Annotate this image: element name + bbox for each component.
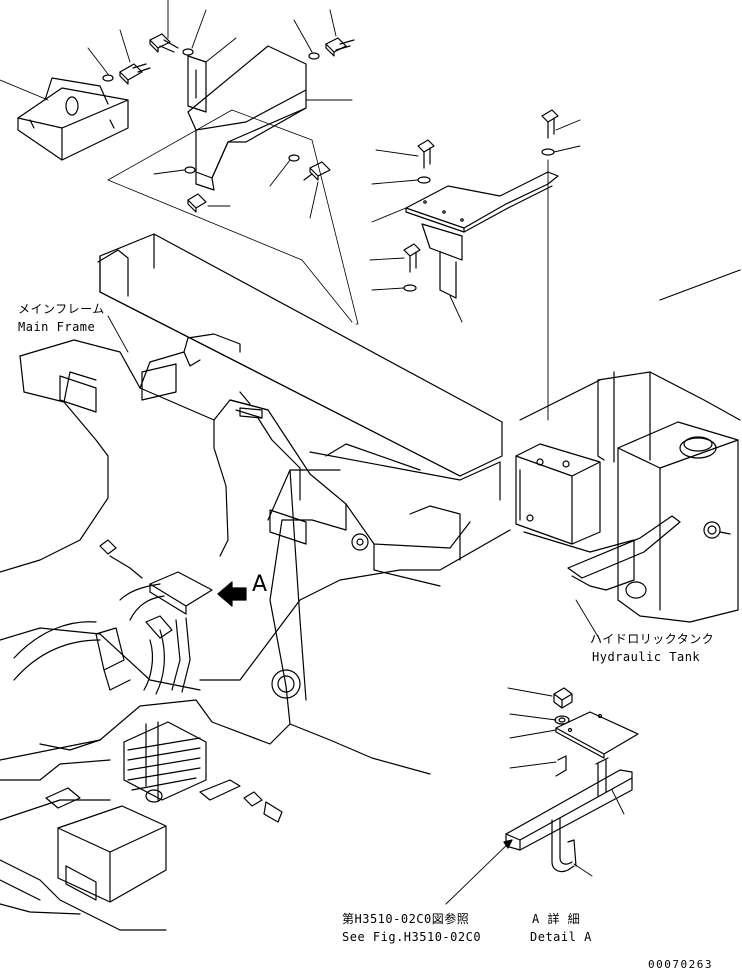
washer-right-upper (418, 177, 430, 183)
mounting-outline (108, 110, 358, 324)
main-frame-label-en: Main Frame (18, 320, 96, 334)
bolt-right-lower (404, 244, 420, 272)
leader-lines-top (0, 0, 352, 218)
hydraulic-tank-label-en: Hydraulic Tank (592, 650, 701, 664)
see-fig-label-jp: 第H3510-02C0図参照 (342, 912, 470, 926)
detail-a-assembly (506, 688, 638, 872)
washer-top-left (103, 75, 113, 81)
see-fig-arrow (504, 840, 512, 848)
washer-top-center (183, 49, 193, 55)
tank-mount (516, 444, 680, 598)
hydraulic-tank-label-jp: ハイドロリックタンク (590, 632, 715, 646)
lower-bracket (46, 780, 240, 808)
leader-lines-right (370, 120, 580, 420)
bolt-right-upper (418, 140, 434, 168)
washer-center (289, 155, 299, 161)
detail-a-label-jp: A 詳 細 (532, 912, 581, 926)
main-frame-label-jp: メインフレーム (18, 302, 105, 316)
washer-right-lower (404, 285, 416, 291)
view-arrow-a (218, 582, 246, 606)
washer-center-left (185, 167, 195, 173)
leader-lines-frame (108, 316, 600, 640)
view-marker-a: A (252, 572, 268, 597)
cooler-fins (124, 722, 206, 802)
bolt-top-center-left (150, 34, 178, 52)
hydraulic-tank (520, 270, 740, 622)
drawing-number: 00070263 (648, 958, 713, 971)
bolt-top-left (120, 64, 150, 84)
bolt-top-right (326, 38, 354, 56)
hose-clamp-plate (150, 572, 212, 614)
bolt-right-top (542, 110, 558, 138)
bracket-top-center (188, 56, 206, 112)
washer-right-top (542, 149, 554, 155)
detail-a-label-en: Detail A (530, 930, 592, 944)
main-frame (0, 234, 510, 930)
valve-block (96, 616, 172, 690)
cover-plate-left (18, 78, 128, 160)
bolt-center-left (188, 194, 206, 212)
see-fig-label-en: See Fig.H3510-02C0 (342, 930, 482, 944)
guard-plate-top (188, 46, 306, 190)
washer-top-right (309, 53, 319, 59)
hose-assembly (14, 540, 190, 694)
bolt-center (304, 162, 330, 180)
bolt-bottom (244, 792, 282, 822)
mounting-outline-2 (108, 180, 352, 322)
tank-bracket (406, 172, 558, 298)
leader-lines-detail (446, 688, 624, 904)
